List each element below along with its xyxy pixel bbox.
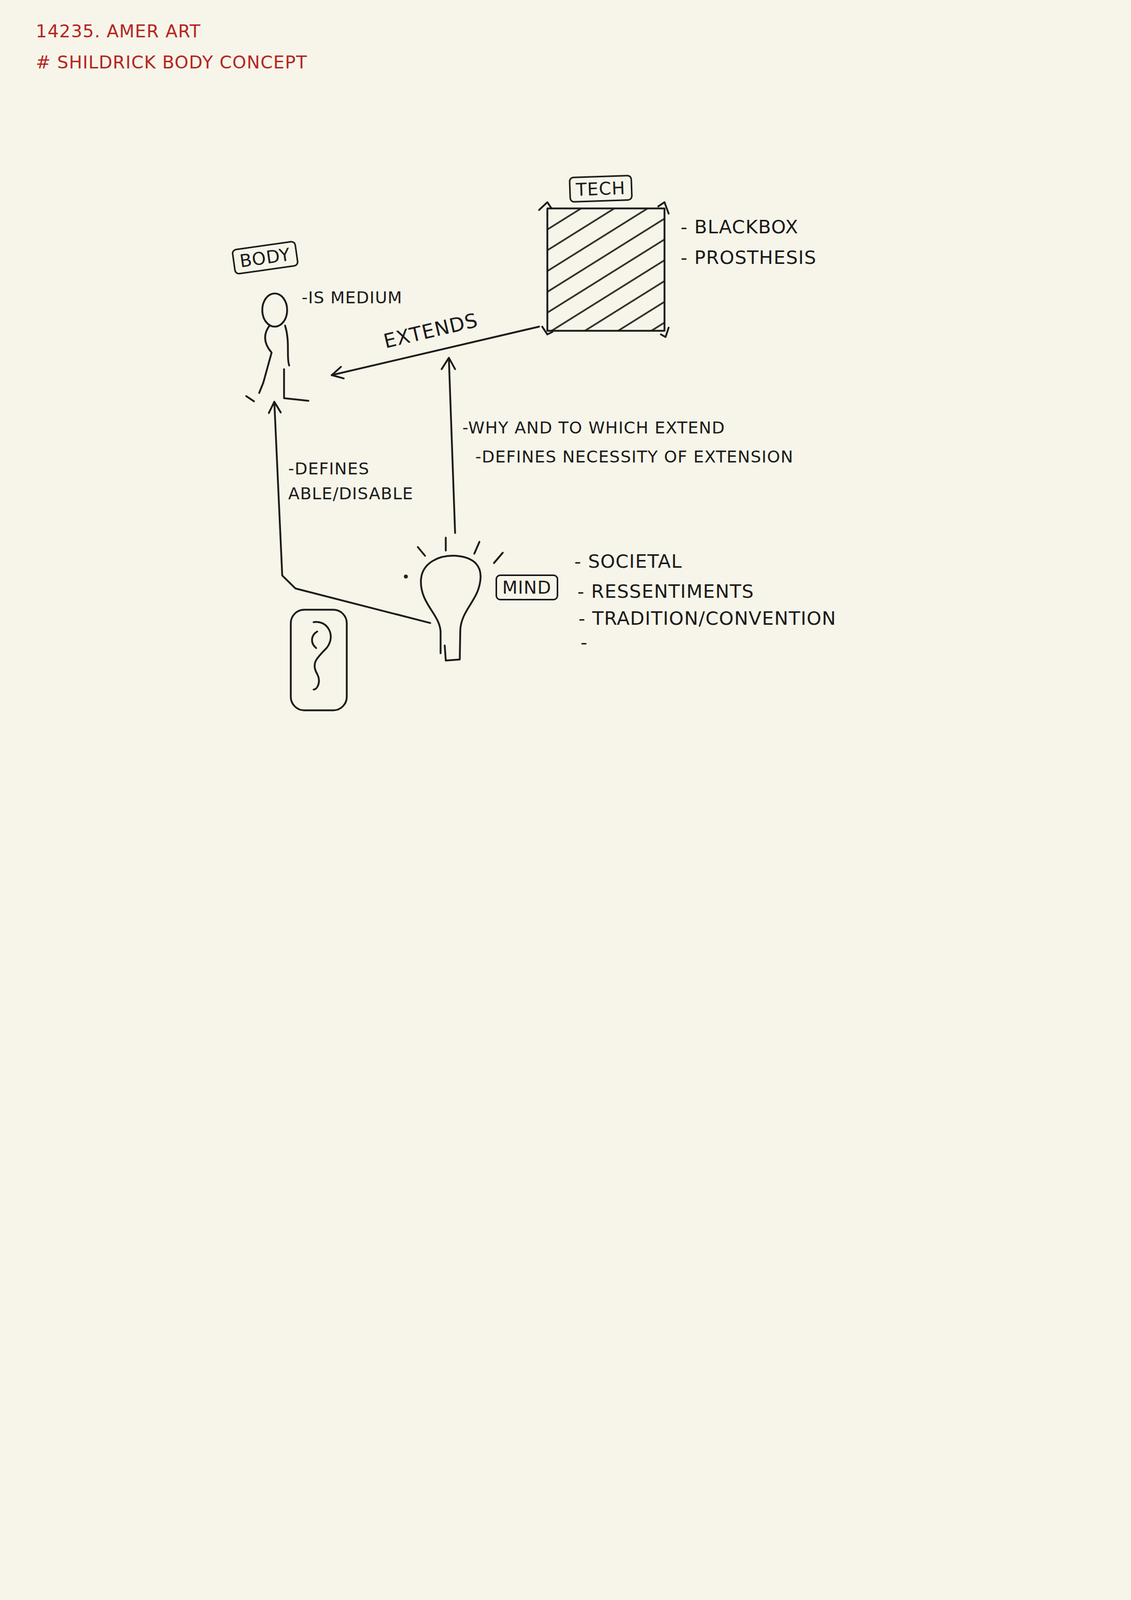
note: - BLACKBOX <box>680 216 799 238</box>
note: - TRADITION/CONVENTION <box>578 607 837 629</box>
arrowhead <box>331 366 344 378</box>
note: -DEFINES NECESSITY OF EXTENSION <box>475 446 794 467</box>
title: # SHILDRICK BODY CONCEPT <box>35 51 308 73</box>
node-label: TECH <box>568 174 633 203</box>
note: - RESSENTIMENTS <box>577 580 755 602</box>
connector <box>269 401 431 624</box>
note: -WHY AND TO WHICH EXTEND <box>462 417 726 438</box>
note: - <box>580 631 588 653</box>
arrowhead <box>269 401 281 414</box>
note: - PROSTHESIS <box>680 246 817 268</box>
edge-label: -DEFINES ABLE/DISABLE <box>286 456 441 506</box>
node-label: MIND <box>495 574 559 601</box>
mind-node: MIND <box>430 536 568 664</box>
node-label: BODY <box>231 240 299 276</box>
body-node: BODY <box>232 244 332 402</box>
note: -IS MEDIUM <box>301 287 403 308</box>
blackbox-square <box>539 202 669 337</box>
tech-node: TECH <box>539 173 670 338</box>
course-number: 14235. AMER ART <box>35 20 201 42</box>
lightbulb-figure <box>404 537 503 661</box>
person-figure <box>246 293 309 402</box>
edge-label: EXTENDS <box>379 307 483 353</box>
connector-line <box>274 401 431 624</box>
ear-figure <box>290 609 347 711</box>
note: - SOCIETAL <box>574 550 683 572</box>
mind-to-extension-arrow <box>441 357 456 533</box>
